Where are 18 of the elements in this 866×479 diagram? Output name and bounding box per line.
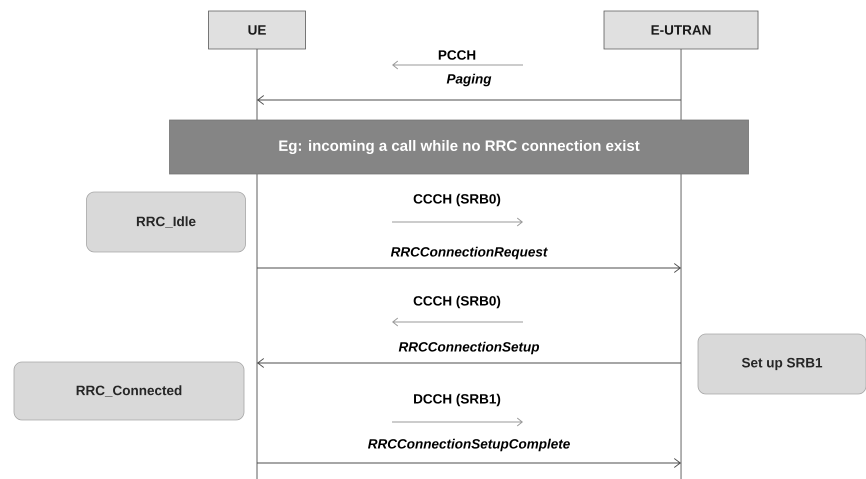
channel-label: DCCH (SRB1): [414, 394, 500, 406]
channel-label: CCCH (SRB0): [414, 194, 500, 206]
message-label: RRCConnectionSetupComplete: [366, 438, 572, 452]
message-label: Paging: [446, 72, 492, 88]
message-label: RRCConnectionSetup: [398, 340, 540, 356]
message-label: RRCConnectionRequest: [390, 246, 548, 260]
channel-label: PCCH: [438, 50, 476, 60]
message-arrow: [256, 263, 682, 273]
state-box: RRC_Connected: [14, 362, 244, 420]
message-arrow: [256, 458, 682, 468]
state-box: RRC_Idle: [86, 192, 246, 252]
entity-box: UE: [208, 10, 306, 50]
message-arrow: [257, 358, 682, 368]
note-band: Eg: incoming a call while no RRC connection exist: [169, 120, 749, 174]
channel-label: CCCH (SRB0): [414, 296, 500, 308]
entity-box: E-UTRAN: [604, 10, 758, 50]
message-arrow: [257, 95, 682, 105]
state-box: Set up SRB1: [698, 334, 866, 394]
